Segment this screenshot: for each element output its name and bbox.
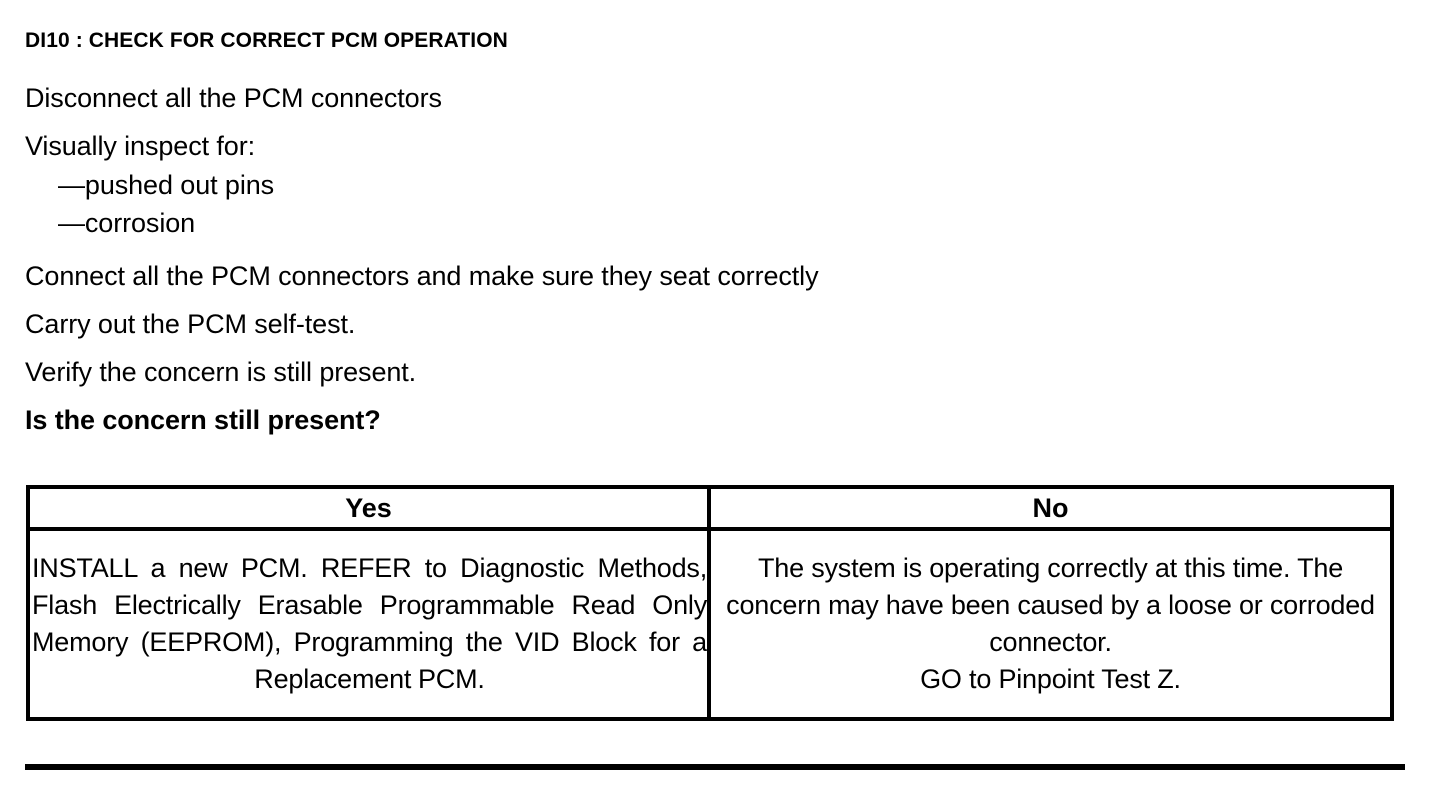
footer-divider-rule [25, 764, 1405, 770]
instruction-line-disconnect: Disconnect all the PCM connectors [25, 83, 442, 113]
cell-no-action: The system is operating correctly at thi… [709, 529, 1392, 719]
page-title: DI10 : CHECK FOR CORRECT PCM OPERATION [25, 29, 508, 52]
instruction-line-verify: Verify the concern is still present. [25, 357, 417, 387]
instruction-line-visually-inspect: Visually inspect for: [25, 131, 256, 161]
instruction-line-self-test: Carry out the PCM self-test. [25, 309, 356, 339]
instruction-line-connect: Connect all the PCM connectors and make … [25, 261, 819, 291]
cell-no-text: The system is operating correctly at thi… [726, 553, 1375, 694]
column-header-no: No [709, 487, 1392, 531]
decision-table: Yes No INSTALL a new PCM. REFER to Diagn… [26, 485, 1394, 721]
cell-yes-action: INSTALL a new PCM. REFER to Diagnostic M… [28, 529, 711, 719]
instruction-bullet-pushed-out-pins: —pushed out pins [58, 170, 275, 200]
instruction-list: Disconnect all the PCM connectors Visual… [25, 74, 1405, 444]
table-header-row: Yes No [28, 487, 1392, 531]
table-row: INSTALL a new PCM. REFER to Diagnostic M… [28, 529, 1392, 719]
instruction-bullet-corrosion: —corrosion [58, 208, 196, 238]
column-header-yes: Yes [28, 487, 711, 531]
instruction-question: Is the concern still present? [25, 405, 381, 435]
cell-yes-text: INSTALL a new PCM. REFER to Diagnostic M… [32, 553, 707, 694]
